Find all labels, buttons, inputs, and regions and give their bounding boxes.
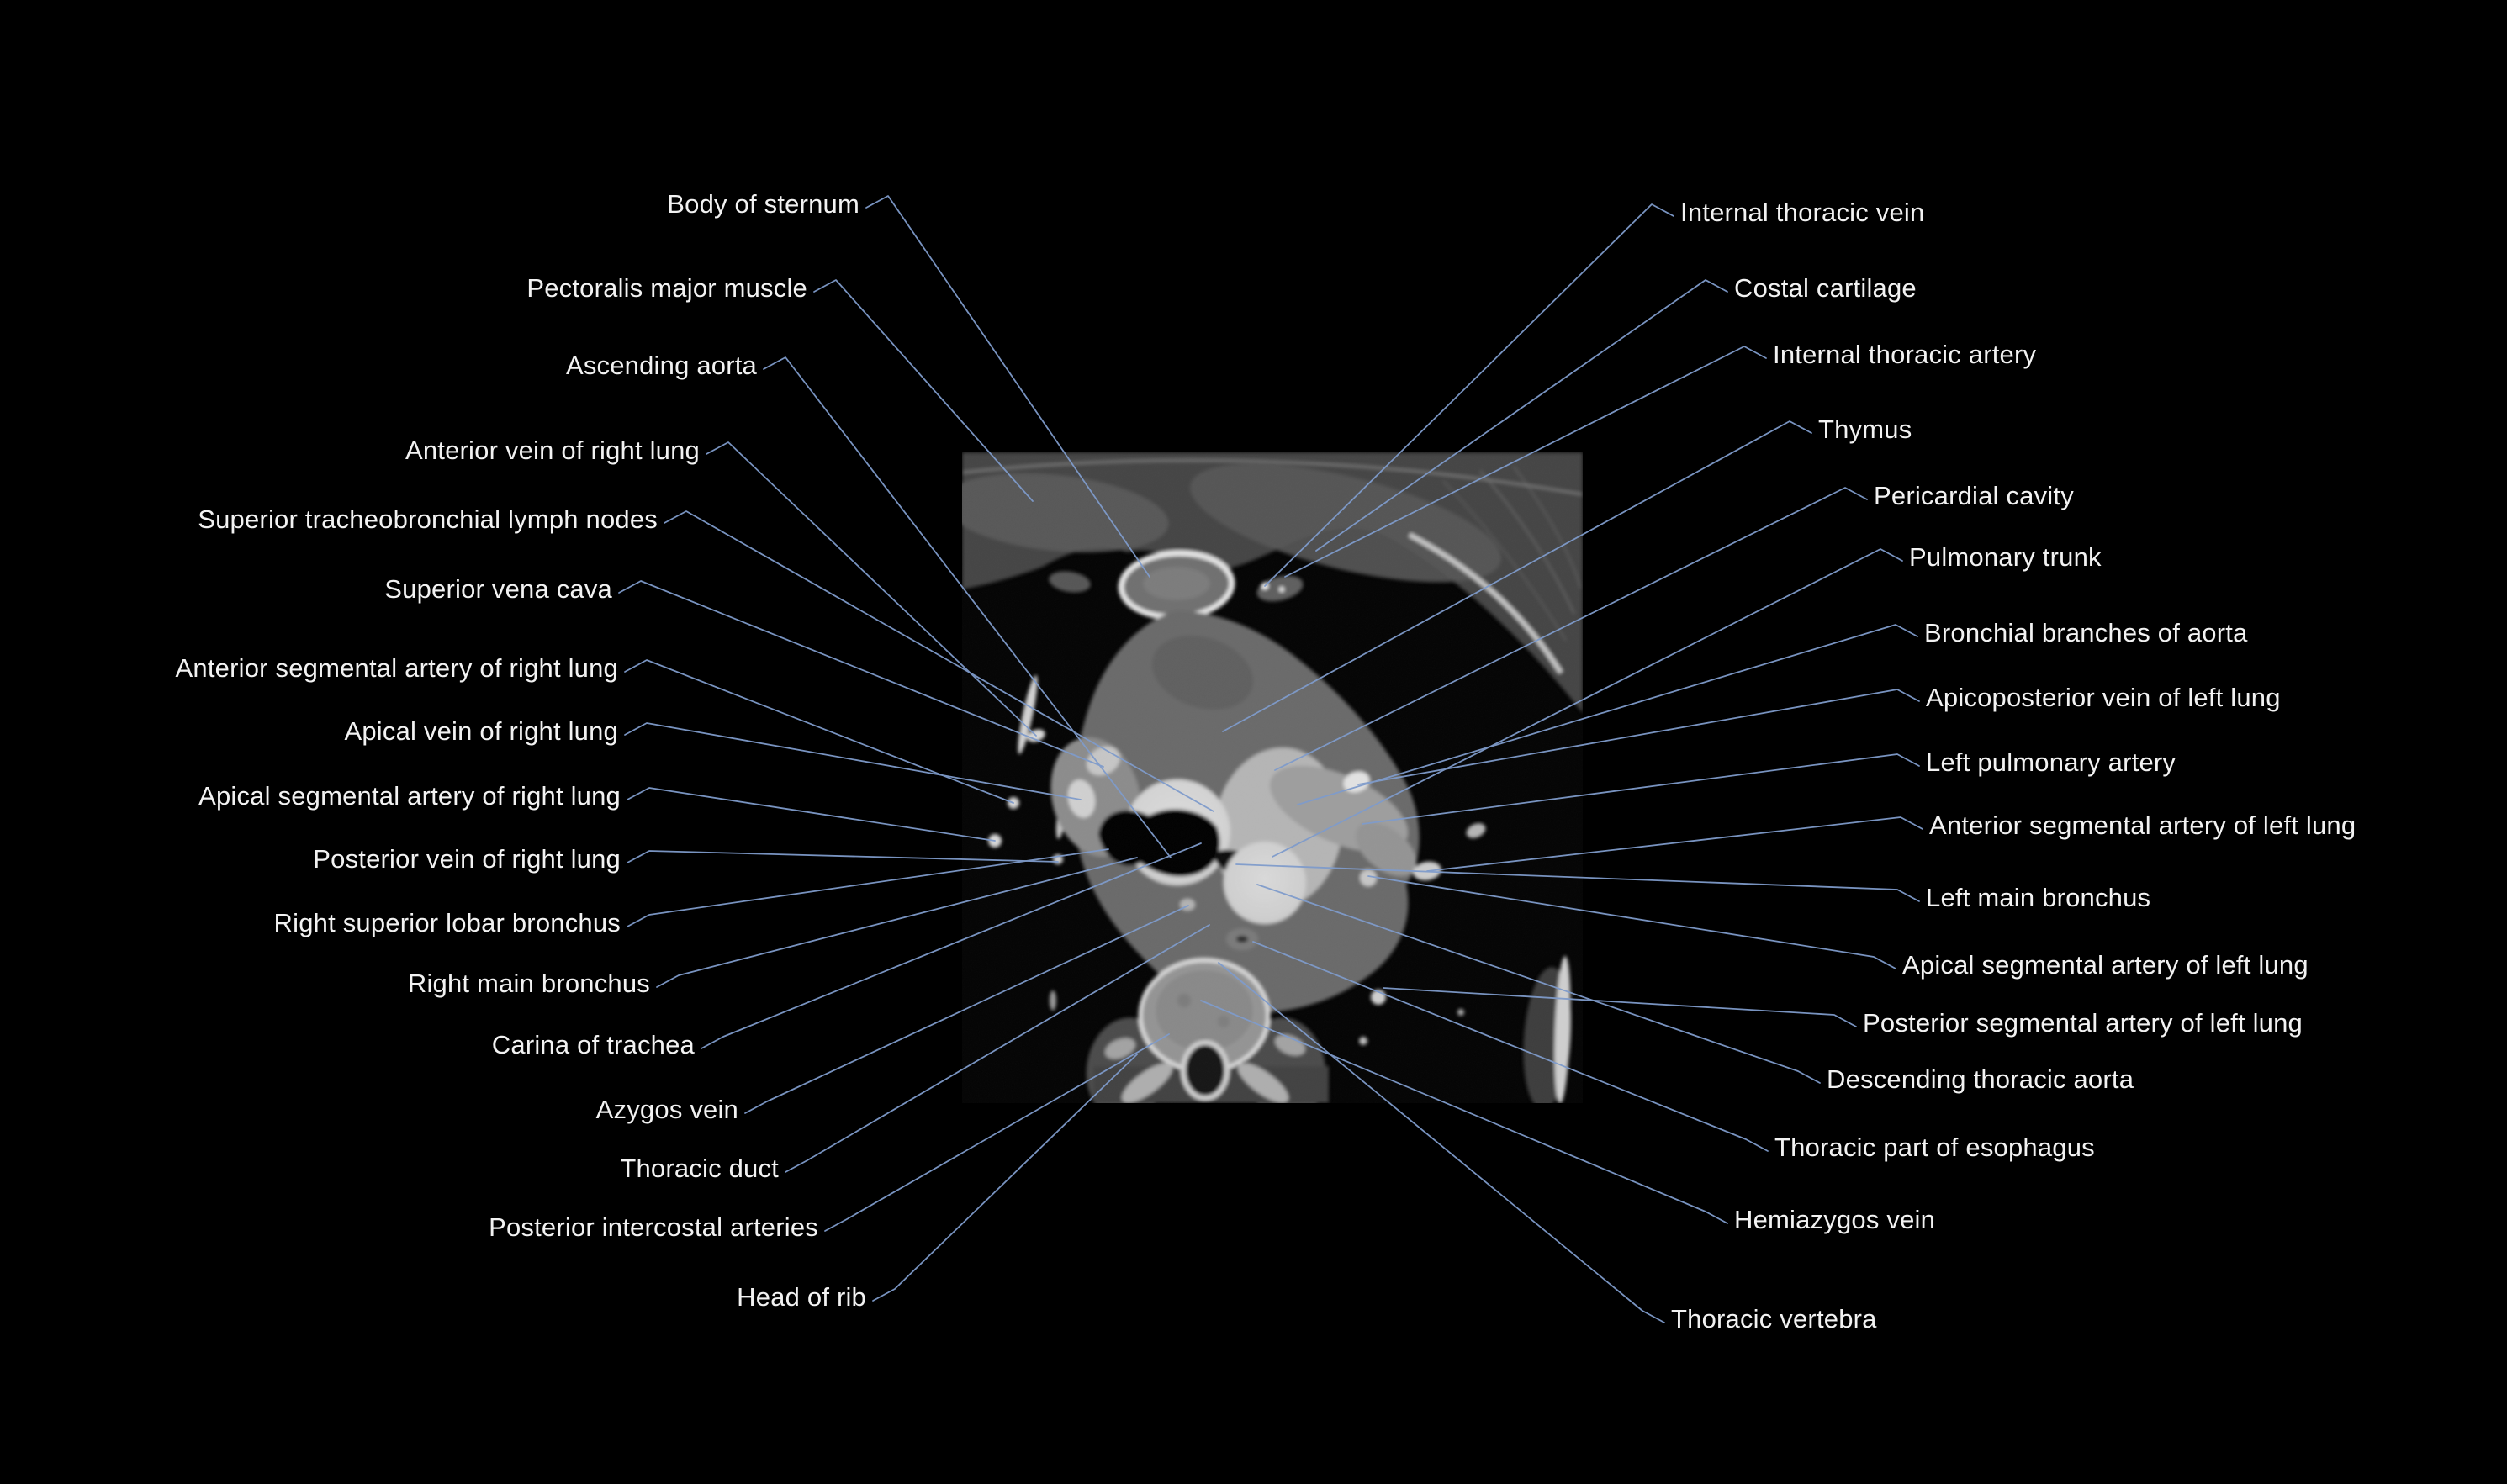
leader-thoracic-vertebra: [1218, 962, 1665, 1323]
leader-apical-segmental-artery-of-right-lung: [627, 787, 996, 842]
label-apical-vein-of-right-lung: Apical vein of right lung: [344, 716, 618, 746]
leader-internal-thoracic-artery: [1284, 346, 1767, 578]
label-body-of-sternum: Body of sternum: [667, 189, 859, 219]
label-right-superior-lobar-bronchus: Right superior lobar bronchus: [273, 908, 621, 937]
leader-pectoralis-major-muscle: [813, 279, 1034, 502]
label-pulmonary-trunk: Pulmonary trunk: [1909, 542, 2102, 572]
label-right-main-bronchus: Right main bronchus: [407, 969, 650, 998]
leader-hemiazygos-vein: [1200, 1000, 1728, 1224]
leader-internal-thoracic-vein: [1264, 203, 1674, 587]
label-pectoralis-major-muscle: Pectoralis major muscle: [526, 273, 807, 303]
label-thymus: Thymus: [1818, 415, 1912, 444]
label-ascending-aorta: Ascending aorta: [565, 351, 757, 380]
leader-pericardial-cavity: [1274, 487, 1868, 771]
label-thoracic-duct: Thoracic duct: [620, 1154, 779, 1183]
label-pericardial-cavity: Pericardial cavity: [1874, 481, 2074, 510]
leader-ascending-aorta: [763, 356, 1172, 858]
leader-posterior-intercostal-arteries: [824, 1033, 1170, 1232]
label-posterior-vein-of-right-lung: Posterior vein of right lung: [313, 844, 621, 874]
label-thoracic-part-of-esophagus: Thoracic part of esophagus: [1774, 1133, 2095, 1162]
leader-apicoposterior-vein-of-left-lung: [1357, 689, 1920, 785]
leader-body-of-sternum: [865, 195, 1150, 578]
label-apical-segmental-artery-of-right-lung: Apical segmental artery of right lung: [198, 781, 621, 811]
label-posterior-intercostal-arteries: Posterior intercostal arteries: [489, 1212, 818, 1242]
leader-descending-thoracic-aorta: [1256, 884, 1821, 1084]
leader-anterior-segmental-artery-of-left-lung: [1426, 816, 1923, 872]
label-azygos-vein: Azygos vein: [595, 1095, 738, 1124]
label-bronchial-branches-of-aorta: Bronchial branches of aorta: [1924, 618, 2248, 647]
leader-posterior-vein-of-right-lung: [627, 850, 1059, 863]
leader-pulmonary-trunk: [1272, 548, 1903, 858]
leader-right-superior-lobar-bronchus: [627, 848, 1109, 927]
label-anterior-segmental-artery-of-left-lung: Anterior segmental artery of left lung: [1929, 811, 2356, 840]
label-head-of-rib: Head of rib: [737, 1282, 866, 1312]
label-thoracic-vertebra: Thoracic vertebra: [1671, 1304, 1877, 1333]
label-posterior-segmental-artery-of-left-lung: Posterior segmental artery of left lung: [1863, 1008, 2303, 1038]
leader-apical-segmental-artery-of-left-lung: [1367, 875, 1896, 969]
label-superior-vena-cava: Superior vena cava: [384, 574, 612, 604]
ct-noise-overlay: [962, 452, 1583, 1103]
label-anterior-vein-of-right-lung: Anterior vein of right lung: [405, 436, 700, 465]
label-internal-thoracic-vein: Internal thoracic vein: [1680, 198, 1925, 227]
label-apicoposterior-vein-of-left-lung: Apicoposterior vein of left lung: [1926, 683, 2281, 712]
leader-anterior-segmental-artery-of-right-lung: [624, 659, 1014, 804]
leader-thymus: [1222, 420, 1812, 732]
leader-anterior-vein-of-right-lung: [706, 441, 1037, 737]
leader-carina-of-trachea: [701, 842, 1202, 1049]
leader-left-main-bronchus: [1235, 863, 1920, 902]
leader-superior-tracheobronchial-lymph-nodes: [664, 510, 1214, 812]
label-descending-thoracic-aorta: Descending thoracic aorta: [1827, 1064, 2134, 1094]
label-apical-segmental-artery-of-left-lung: Apical segmental artery of left lung: [1902, 950, 2309, 980]
leader-left-pulmonary-artery: [1362, 753, 1920, 825]
label-carina-of-trachea: Carina of trachea: [491, 1030, 695, 1059]
leader-bronchial-branches-of-aorta: [1297, 624, 1918, 805]
label-costal-cartilage: Costal cartilage: [1734, 273, 1917, 303]
leader-thoracic-part-of-esophagus: [1252, 941, 1769, 1152]
label-left-pulmonary-artery: Left pulmonary artery: [1926, 747, 2176, 777]
leader-superior-vena-cava: [618, 580, 1104, 768]
leader-apical-vein-of-right-lung: [624, 722, 1082, 800]
label-hemiazygos-vein: Hemiazygos vein: [1734, 1205, 1936, 1234]
label-superior-tracheobronchial-lymph-nodes: Superior tracheobronchial lymph nodes: [198, 504, 658, 534]
leader-thoracic-duct: [785, 924, 1210, 1173]
label-internal-thoracic-artery: Internal thoracic artery: [1773, 340, 2037, 369]
leader-right-main-bronchus: [656, 857, 1138, 988]
leader-costal-cartilage: [1315, 279, 1728, 552]
leader-posterior-segmental-artery-of-left-lung: [1383, 987, 1857, 1027]
label-anterior-segmental-artery-of-right-lung: Anterior segmental artery of right lung: [175, 653, 618, 683]
leader-azygos-vein: [744, 905, 1189, 1114]
label-left-main-bronchus: Left main bronchus: [1926, 883, 2151, 912]
leader-head-of-rib: [872, 1054, 1138, 1302]
